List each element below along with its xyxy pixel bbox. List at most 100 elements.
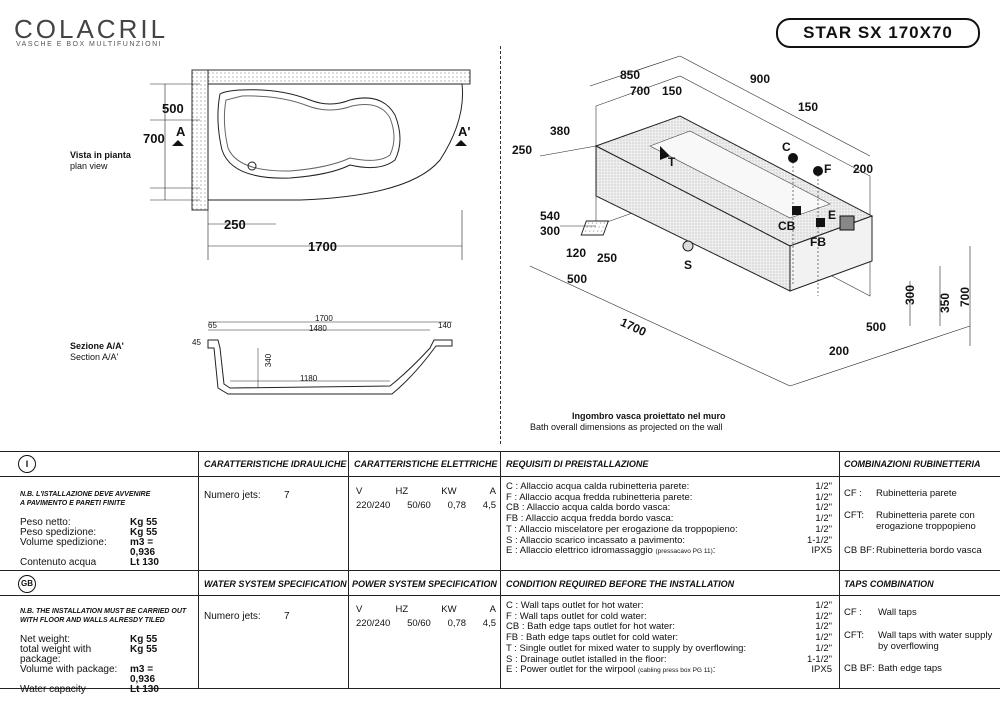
power-h-hz: HZ [395, 604, 409, 615]
col-sep-2 [348, 451, 349, 688]
plan-view-drawing [150, 69, 471, 260]
power-a: 4,5 [482, 500, 496, 511]
col-sep-4 [839, 451, 840, 688]
it-hdr-taps: COMBINAZIONI RUBINETTERIA [844, 459, 981, 469]
gb-jets-value: 7 [284, 611, 290, 622]
plan-label-en: plan view [70, 161, 108, 171]
it-note-line1: N.B. L'ISTALLAZIONE DEVE AVVENIRE [20, 491, 151, 498]
gb-comb-cbbf: CB BF: [844, 663, 875, 674]
iso-dim-150a: 150 [662, 84, 683, 98]
gb-jets-label: Numero jets: [204, 611, 261, 622]
list-item: E : Power outlet for the wirpool (cablin… [506, 664, 832, 676]
gb-hdr-taps: TAPS COMBINATION [844, 579, 934, 589]
plan-label-it: Vista in pianta [70, 150, 131, 160]
it-hdr-requirements: REQUISITI DI PREISTALLAZIONE [506, 459, 649, 469]
gb-comb-cbbf-desc: Bath edge taps [878, 663, 942, 674]
dim-1700: 1700 [308, 239, 337, 254]
iso-label-f: F [824, 162, 832, 176]
col-sep-3 [500, 451, 501, 688]
gb-spec-key: Water capacity [20, 684, 86, 695]
power-hz: 50/60 [407, 500, 431, 511]
list-item: T : Single outlet for mixed water to sup… [506, 642, 832, 654]
sect-dim-140: 140 [438, 321, 452, 330]
gb-spec-val: Kg 55 [130, 634, 158, 645]
drawing-divider [500, 46, 501, 444]
list-item: S : Drainage outlet istalled in the floo… [506, 653, 832, 665]
flag-gb-icon: GB [18, 575, 36, 593]
sect-dim-1180: 1180 [300, 374, 318, 383]
it-jets-label: Numero jets: [204, 490, 261, 501]
iso-dim-900: 900 [750, 72, 771, 86]
it-specs: Peso netto:Kg 55 Peso spedizione:Kg 55 V… [20, 518, 180, 568]
list-item: CB : Bath edge taps outlet for hot water… [506, 621, 832, 633]
it-comb-cbbf-desc: Rubinetteria bordo vasca [876, 545, 982, 556]
gb-note-line1: N.B. THE INSTALLATION MUST BE CARRIED OU… [20, 608, 187, 615]
it-requirements-list: C : Allaccio acqua calda rubinetteria pa… [506, 481, 832, 558]
gb-comb-cf-desc: Wall taps [878, 607, 917, 618]
section-label-en: Section A/A' [70, 352, 119, 362]
it-spec-key: Peso spedizione: [20, 527, 97, 538]
power-h-v: V [356, 486, 363, 497]
iso-label-t: T [668, 155, 676, 169]
iso-caption-it: Ingombro vasca proiettato nel muro [572, 411, 726, 421]
model-title: STAR SX 170X70 [776, 18, 980, 48]
list-item: F : Allaccio acqua fredda rubinetteria p… [506, 491, 832, 503]
gb-comb-cft-desc: Wall taps with water supply by overflowi… [878, 630, 993, 652]
it-hdr-electric: CARATTERISTICHE ELETTRICHE [354, 459, 498, 469]
iso-label-e: E [828, 208, 837, 222]
list-item: CB : Allaccio acqua calda bordo vasca:1/… [506, 502, 832, 514]
power-h-a: A [489, 486, 496, 497]
gb-note-line2: WITH FLOOR AND WALLS ALRESDY TILED [20, 617, 165, 624]
iso-dim-200b: 200 [829, 344, 850, 358]
power-h-kw: KW [441, 604, 457, 615]
gb-comb-cf: CF : [844, 607, 862, 618]
brand-tagline: VASCHE E BOX MULTIFUNZIONI [16, 41, 163, 48]
section-marker-a2: A' [458, 124, 471, 139]
iso-dim-850: 850 [620, 68, 641, 82]
iso-dim-700: 700 [630, 84, 651, 98]
power-a: 4,5 [482, 618, 496, 629]
power-h-a: A [489, 604, 496, 615]
sect-dim-65: 65 [208, 321, 217, 330]
it-jets-value: 7 [284, 490, 290, 501]
section-marker-a: A [176, 124, 186, 139]
list-item: FB : Allaccio acqua fredda bordo vasca:1… [506, 513, 832, 525]
power-v: 220/240 [356, 500, 391, 511]
sect-dim-340: 340 [264, 353, 274, 368]
list-item: FB : Bath edge taps outlet for cold wate… [506, 632, 832, 644]
it-spec-key: Peso netto: [20, 517, 71, 528]
gb-comb-cft: CFT: [844, 630, 865, 641]
iso-dim-700b: 700 [958, 286, 973, 308]
it-comb-cft-desc: Rubinetteria parete con erogazione tropp… [876, 510, 976, 532]
it-spec-val: Kg 55 [130, 527, 158, 538]
dim-500: 500 [162, 101, 184, 116]
iso-dim-380: 380 [550, 124, 571, 138]
it-spec-val: Kg 55 [130, 517, 158, 528]
gb-spec-val: m3 = 0,936 [130, 664, 156, 685]
iso-dim-250b: 250 [597, 251, 618, 265]
table-bottom-line [0, 688, 1000, 689]
it-hdr-hydraulic: CARATTERISTICHE IDRAULICHE [204, 459, 347, 469]
gb-spec-key: Volume with package: [20, 664, 118, 675]
iso-dim-540: 540 [540, 209, 561, 223]
list-item: T : Allaccio miscelatore per erogazione … [506, 523, 832, 535]
section-drawing [207, 321, 453, 395]
iso-dim-500a: 500 [567, 272, 588, 286]
it-comb-cf-desc: Rubinetteria parete [876, 488, 957, 499]
iso-dim-350: 350 [938, 292, 953, 314]
sect-dim-45: 45 [192, 338, 201, 347]
flag-it-icon: I [18, 455, 36, 473]
col-sep-1 [198, 451, 199, 688]
it-note-line2: A PAVIMENTO E PARETI FINITE [20, 500, 126, 507]
iso-dim-150b: 150 [798, 100, 819, 114]
gb-specs: Net weight:Kg 55 total weight with packa… [20, 635, 180, 695]
brand-logo: COLACRIL [14, 14, 169, 44]
power-kw: 0,78 [447, 500, 467, 511]
power-hz: 50/60 [407, 618, 431, 629]
section-label-it: Sezione A/A' [70, 341, 124, 351]
iso-label-cb: CB [778, 219, 796, 233]
it-spec-key: Contenuto acqua [20, 557, 97, 568]
list-item: C : Wall taps outlet for hot water:1/2" [506, 600, 832, 611]
iso-dim-200a: 200 [853, 162, 874, 176]
iso-dim-300a: 300 [540, 224, 561, 238]
